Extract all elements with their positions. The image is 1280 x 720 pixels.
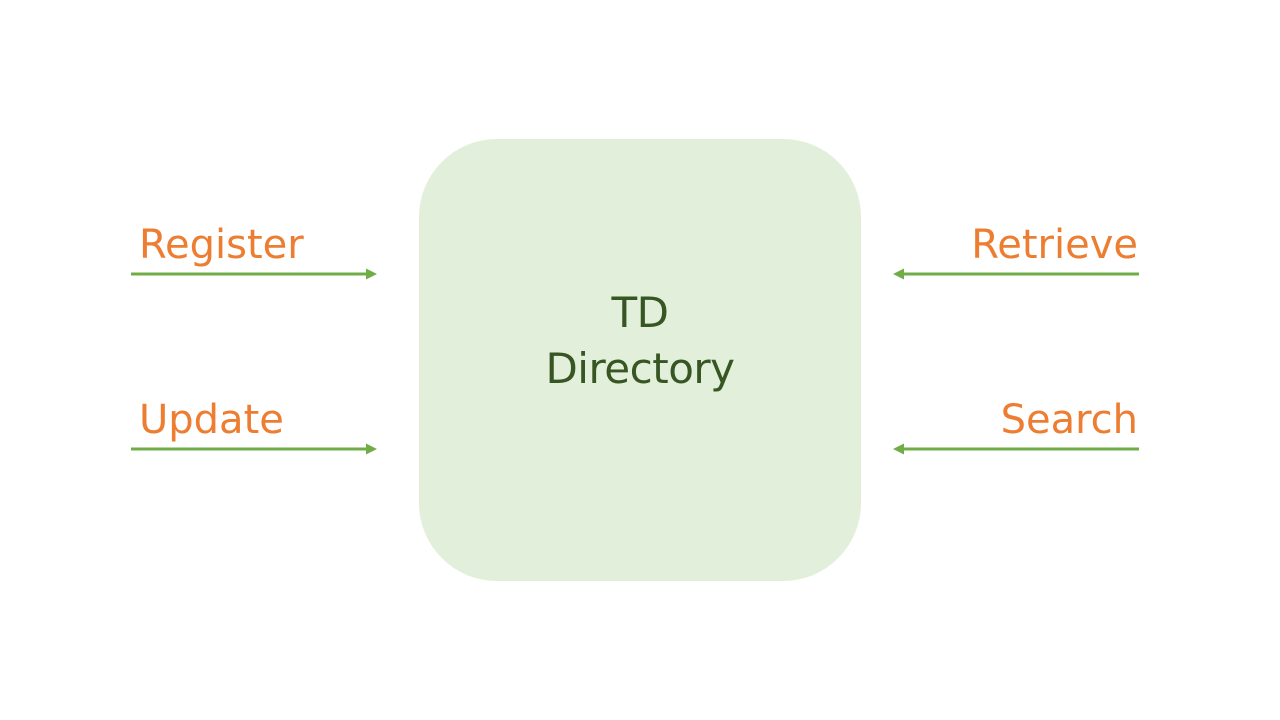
td-directory-line-2: Directory — [545, 344, 735, 393]
search-arrow — [893, 443, 1139, 455]
update-arrow — [131, 443, 377, 455]
td-directory-title: TD Directory — [545, 285, 735, 397]
register-arrow — [131, 268, 377, 280]
update-label: Update — [139, 397, 284, 443]
register-label: Register — [139, 222, 304, 268]
retrieve-label: Retrieve — [971, 222, 1138, 268]
td-directory-line-1: TD — [611, 288, 669, 337]
search-label: Search — [1000, 397, 1138, 443]
retrieve-arrow — [893, 268, 1139, 280]
td-directory-box: TD Directory — [419, 139, 861, 581]
